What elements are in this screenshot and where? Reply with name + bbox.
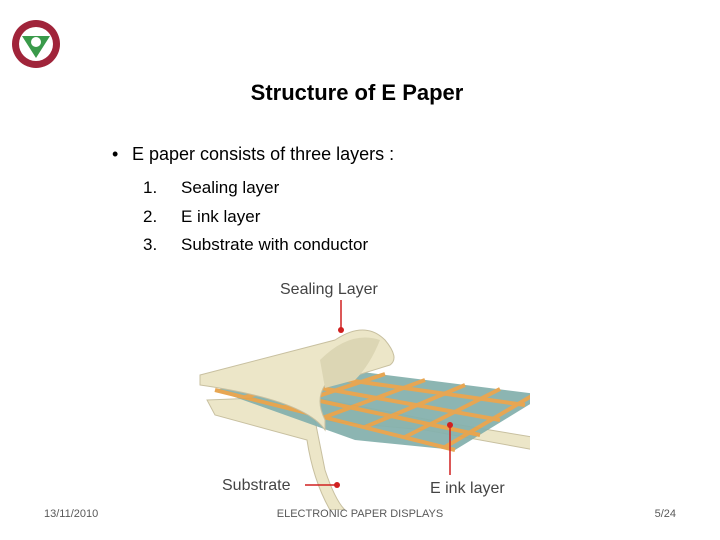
institution-logo: [10, 18, 62, 70]
footer-title: ELECTRONIC PAPER DISPLAYS: [276, 508, 444, 520]
bullet-item: • E paper consists of three layers :: [112, 144, 394, 165]
bullet-text: E paper consists of three layers :: [132, 144, 395, 164]
list-item: 2.E ink layer: [143, 206, 261, 226]
sealing-layer-label: Sealing Layer: [280, 281, 379, 298]
substrate-label: Substrate: [222, 477, 291, 494]
list-item: 1.Sealing layer: [143, 178, 280, 197]
footer-page-number: 5/24: [654, 508, 676, 520]
list-item: 3.Substrate with conductor: [143, 235, 369, 254]
ink-layer-label: E ink layer: [430, 480, 505, 497]
epaper-structure-diagram: Sealing Layer Substrate E ink layer: [195, 270, 552, 511]
slide-title: Structure of E Paper: [250, 80, 464, 105]
bullet-dot: •: [112, 144, 119, 164]
footer-date: 13/11/2010: [44, 508, 99, 520]
layer-list: 1.Sealing layer 2.E ink layer 3.Substrat…: [143, 174, 368, 260]
